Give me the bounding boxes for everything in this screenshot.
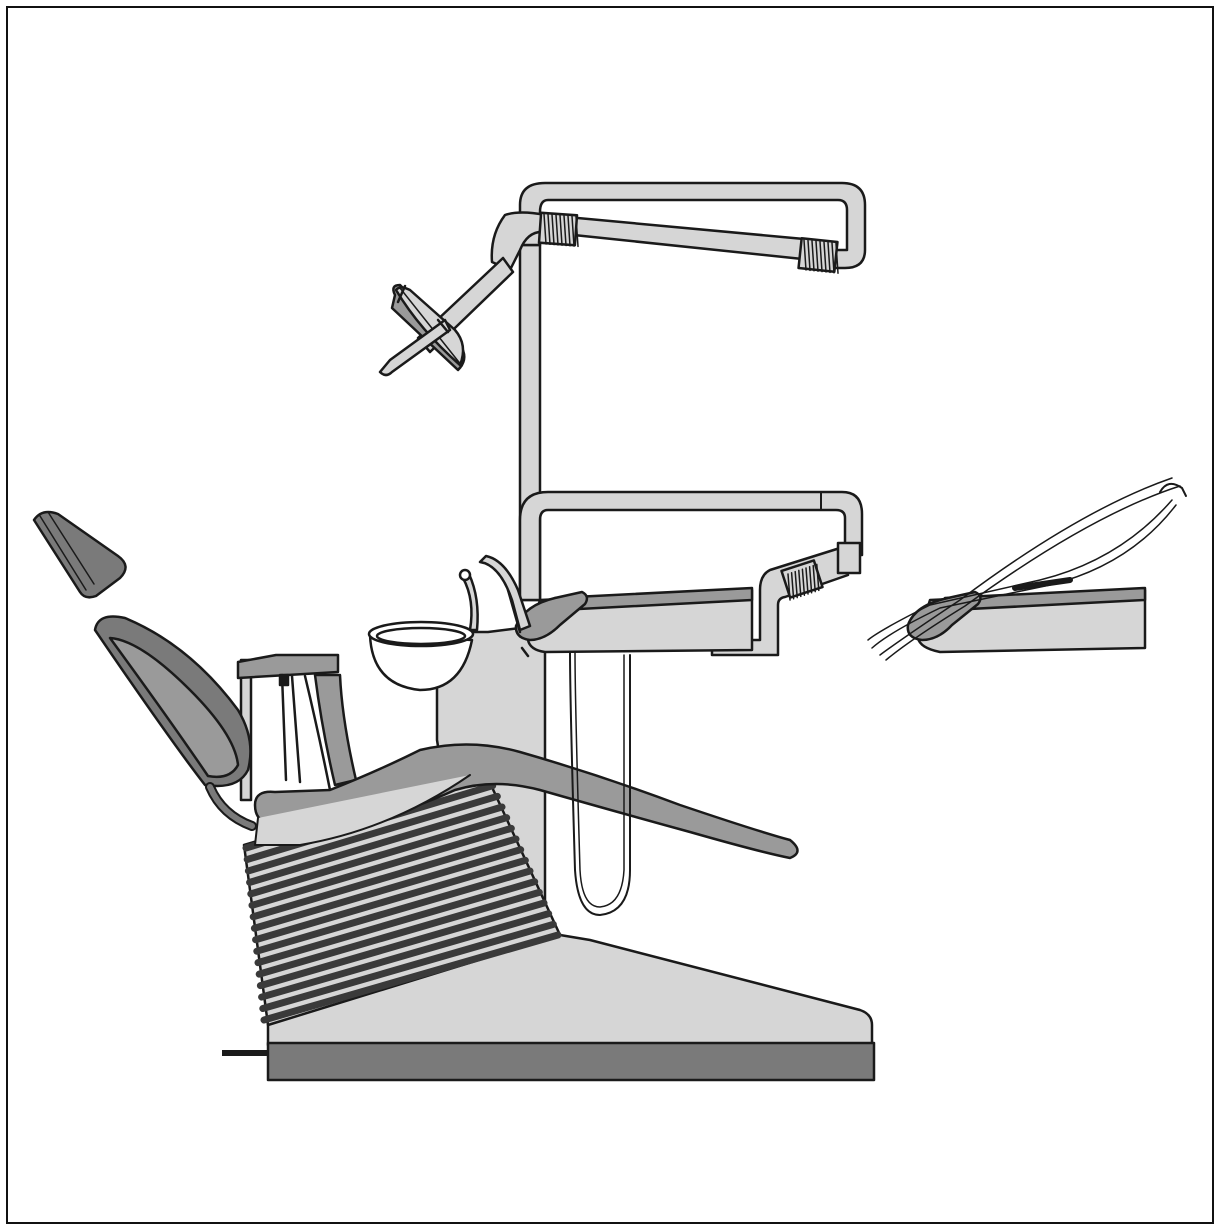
bellows-fold	[259, 920, 557, 1013]
bellows-fold	[252, 856, 529, 944]
seat	[253, 743, 799, 860]
bellows-fold	[254, 878, 539, 967]
spring-coil	[571, 215, 575, 247]
instrument-arm	[518, 490, 864, 657]
chair-base	[222, 933, 876, 1082]
spring-coil	[812, 564, 816, 593]
spring-coil	[790, 572, 795, 600]
floor-plate	[266, 1041, 876, 1082]
spring-coil	[823, 241, 827, 273]
bellows-fold	[258, 910, 553, 1001]
spring-coil	[567, 215, 571, 247]
spittoon	[367, 568, 479, 692]
spring-coil	[787, 573, 791, 601]
spring-coil	[798, 569, 802, 598]
spring-coil	[555, 214, 559, 246]
bellows-fold	[255, 888, 543, 978]
bellows-fold	[247, 814, 511, 898]
spring-coil	[811, 240, 815, 272]
detached-dentist-element	[867, 477, 1187, 661]
bellows-fold	[253, 867, 534, 955]
spring-coil	[575, 215, 579, 248]
spring-coil	[815, 240, 819, 272]
spring-coil	[816, 563, 820, 592]
spring-coil	[547, 213, 551, 246]
backrest	[32, 510, 257, 831]
bellows-fold	[256, 899, 548, 990]
spring-coil	[801, 568, 806, 596]
assistant-element	[236, 653, 358, 802]
spring-coil	[543, 213, 547, 245]
power-cable	[222, 1050, 268, 1056]
spring-coil	[803, 239, 807, 271]
light-arm	[490, 181, 867, 602]
spring-coil	[551, 213, 555, 246]
base-wedge	[266, 933, 874, 1047]
spring-coil	[563, 214, 567, 247]
dentist-element-tray	[478, 554, 754, 916]
bellows-fold	[249, 835, 520, 921]
spring-coil	[794, 570, 798, 599]
bellows-fold	[248, 824, 515, 909]
spring-coil	[831, 242, 835, 274]
spring-coil	[805, 567, 809, 595]
spring-coil	[819, 240, 823, 273]
spring-coil	[559, 214, 563, 246]
spring-coil	[807, 239, 811, 272]
bellows-fold	[244, 792, 501, 875]
spring-coil	[835, 242, 839, 274]
headrest	[32, 510, 127, 599]
bellows-fold	[260, 931, 562, 1024]
bellows-fold	[250, 846, 525, 932]
spring-coil	[827, 241, 831, 274]
operating-light	[378, 256, 515, 377]
bellows-fold	[246, 803, 506, 886]
spring-coil	[808, 566, 813, 594]
